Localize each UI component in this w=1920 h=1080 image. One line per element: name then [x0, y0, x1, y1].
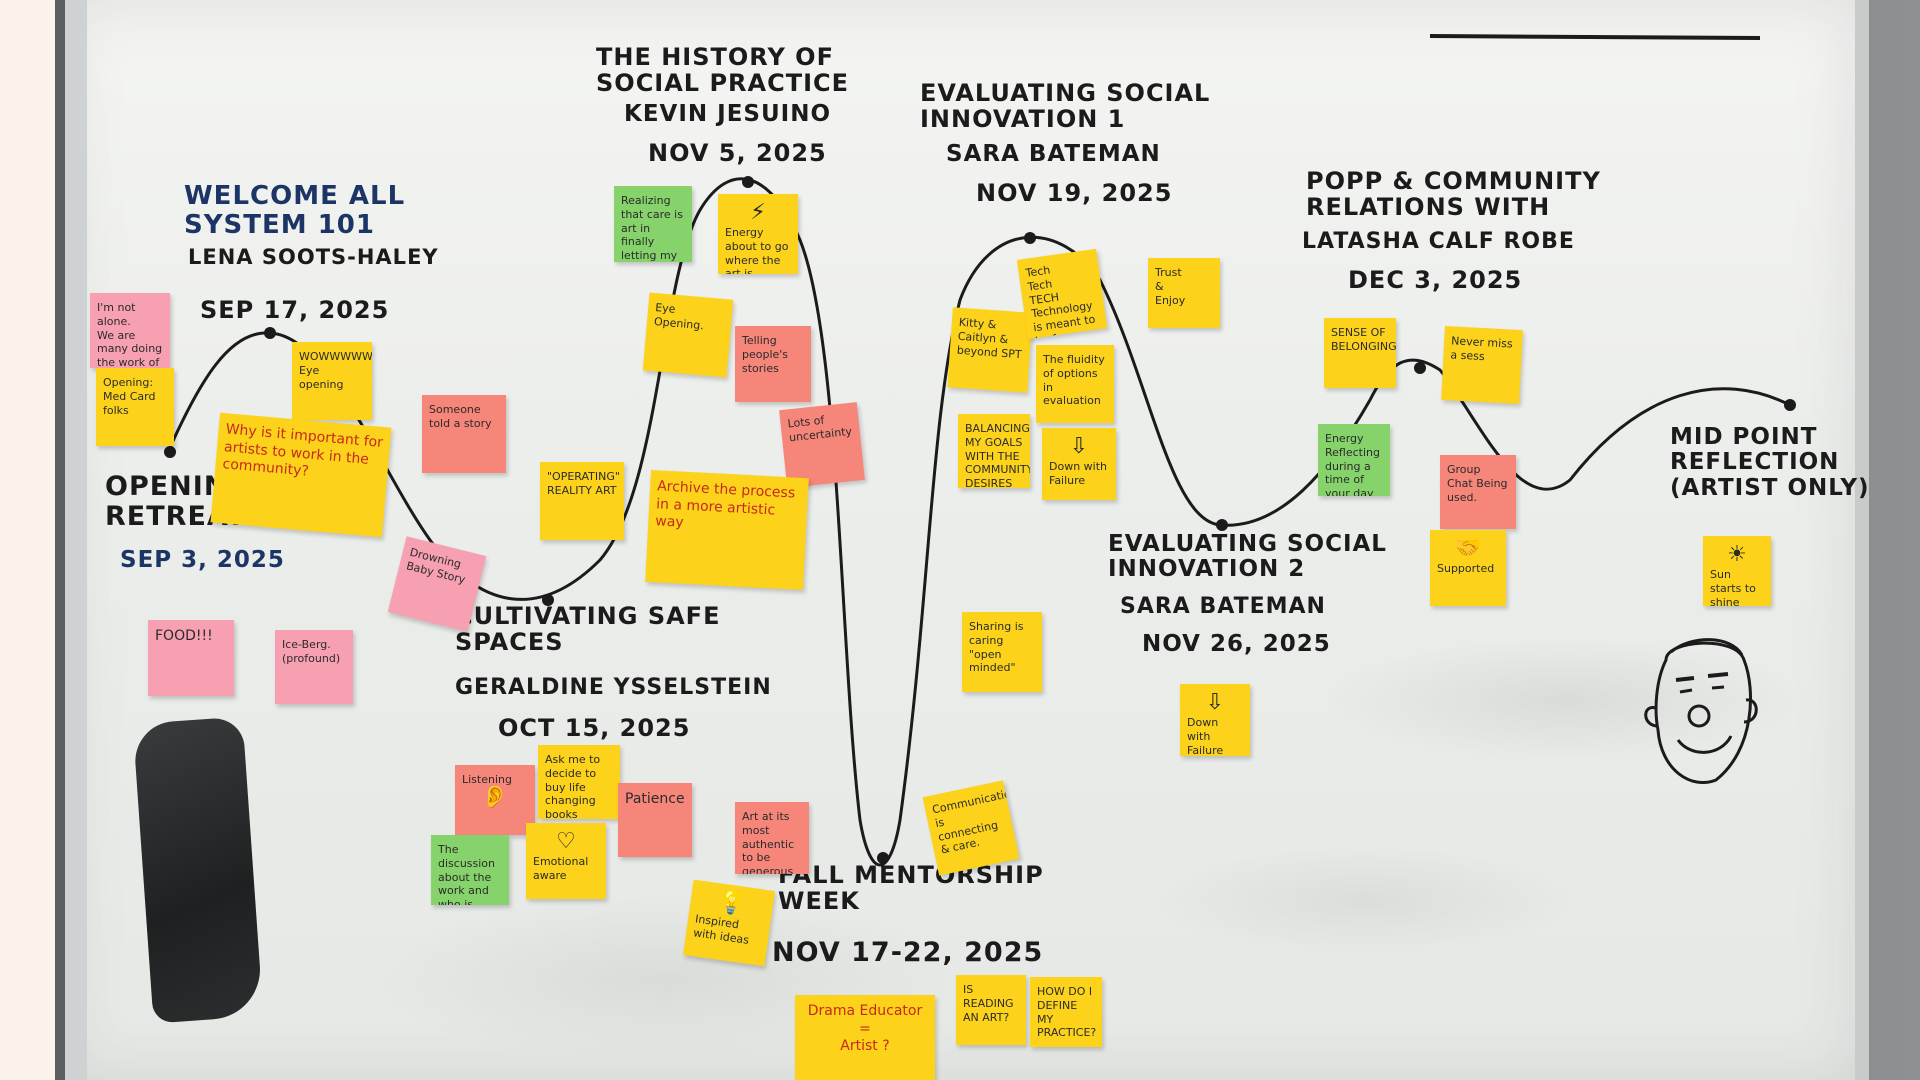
welcome-date: SEP 17, 2025 [200, 296, 390, 324]
doodle-face-icon [1644, 638, 1758, 785]
popp-date: DEC 3, 2025 [1348, 266, 1523, 294]
history-title: The History of Social Practice [596, 43, 850, 98]
timeline-dot [164, 446, 176, 458]
welcome-presenter: Lena Soots-Haley [188, 245, 439, 269]
whiteboard-photo [55, 0, 1920, 1080]
timeline-dot [742, 176, 754, 188]
timeline-dot [264, 327, 276, 339]
sticky-note: Opening: Med Card folks [96, 368, 174, 446]
eval2-presenter: Sara Bateman [1120, 594, 1326, 619]
sticky-note: 💡Inspired with ideas [683, 879, 775, 967]
lightning-icon: ⚡ [750, 200, 766, 225]
eval1-presenter: Sara Bateman [946, 141, 1161, 167]
timeline-dot [1216, 519, 1228, 531]
ear-icon: 👂 [481, 784, 509, 810]
sticky-note: SENSE OF BELONGING [1324, 318, 1396, 388]
sun-icon: ☀ [1727, 542, 1747, 567]
sticky-note: ☀Sun starts to shine [1703, 536, 1771, 606]
sticky-note: ⚡Energy about to go where the art is mea… [718, 194, 798, 274]
history-presenter: Kevin Jesuino [624, 101, 832, 127]
erased-marks [65, 0, 1855, 1080]
sticky-note: Patience [618, 783, 692, 857]
sticky-note: Energy Reflecting during a time of your … [1318, 424, 1390, 496]
sticky-note: Drama Educator = Artist ? [795, 995, 935, 1080]
sticky-note: Communication is connecting & care. [922, 780, 1020, 876]
eval2-title: Evaluating Social Innovation 2 [1108, 531, 1387, 583]
sticky-note: The discussion about the work and who is… [431, 835, 509, 905]
sticky-note: 🤝Supported [1430, 530, 1506, 606]
timeline-dot [1784, 399, 1796, 411]
down-arrow-icon: ⇩ [1069, 434, 1089, 459]
sticky-note: Someone told a story [422, 395, 506, 473]
handshake-icon: 🤝 [1454, 536, 1482, 561]
sticky-note: Tech Tech TECH Technology is meant to be… [1016, 248, 1108, 340]
opening-retreat-date: SEP 3, 2025 [120, 547, 285, 573]
sticky-note: ⇩Down with Failure [1042, 428, 1116, 500]
timeline-curve [166, 177, 1791, 867]
sticky-note: I'm not alone. We are many doing the wor… [90, 293, 170, 368]
cultivating-title: Cultivating Safe Spaces [455, 602, 721, 657]
sticky-note: Never miss a sess [1441, 326, 1523, 404]
sticky-note: "OPERATING" REALITY ART [540, 462, 624, 540]
sticky-note: FOOD!!! [148, 620, 234, 696]
sticky-note: Trust & Enjoy [1148, 258, 1220, 328]
sticky-note: Art at its most authentic to be generous [735, 802, 809, 874]
sticky-note: Group Chat Being used. [1440, 455, 1516, 529]
cultivating-date: OCT 15, 2025 [498, 714, 691, 742]
sticky-note: IS READING AN ART? [956, 975, 1026, 1045]
sticky-note: Archive the process in a more artistic w… [645, 469, 809, 591]
down-arrow-icon: ⇩ [1205, 690, 1225, 715]
eval1-date: NOV 19, 2025 [976, 179, 1173, 207]
sticky-note: HOW DO I DEFINE MY PRACTICE? [1030, 977, 1102, 1047]
popp-presenter: Latasha Calf Robe [1302, 229, 1575, 254]
sticky-note: The fluidity of options in evaluation [1036, 345, 1114, 423]
fall-mentorship-date: NOV 17-22, 2025 [772, 937, 1044, 968]
popp-title: POPP & Community Relations with [1306, 167, 1601, 222]
timeline-dot [1024, 232, 1036, 244]
whiteboard [65, 0, 1869, 1080]
fall-mentorship-title: Fall Mentorship Week [778, 861, 1044, 916]
welcome-title: Welcome All System 101 [184, 181, 406, 240]
sticky-note: BALANCING MY GOALS WITH THE COMMUNITY'S … [958, 414, 1030, 488]
sticky-note: Eye Opening. [642, 292, 734, 378]
sticky-note: Kitty & Caitlyn & beyond SPT [947, 307, 1033, 393]
sticky-note: Lots of uncertainty [779, 402, 865, 488]
sticky-note: Ice-Berg. (profound) [275, 630, 353, 704]
sticky-note: Ask me to decide to buy life changing bo… [538, 745, 620, 819]
midpoint-title: Mid Point Reflection (Artist Only) [1670, 424, 1870, 501]
sticky-note: WOWWWWW Eye opening [292, 342, 372, 420]
sticky-note: Listening👂 [455, 765, 535, 835]
heart-icon: ♡ [556, 829, 576, 854]
sticky-note: Why is it important for artists to work … [210, 412, 392, 538]
whiteboard-frame [65, 0, 87, 1080]
timeline-dot [542, 594, 554, 606]
timeline-dot [877, 852, 889, 864]
sticky-note: ⇩Down with Failure [1180, 684, 1250, 756]
cultivating-presenter: Geraldine Ysselstein [455, 675, 772, 700]
sticky-note: Sharing is caring "open minded" [962, 612, 1042, 692]
eval1-title: Evaluating Social Innovation 1 [920, 79, 1211, 134]
eval2-date: NOV 26, 2025 [1142, 631, 1331, 657]
history-date: NOV 5, 2025 [648, 139, 827, 167]
timeline-dot [1414, 362, 1426, 374]
marker-stroke [1429, 34, 1761, 40]
sticky-note: Telling people's stories [735, 326, 811, 402]
sticky-note: ♡Emotional aware [526, 823, 606, 899]
sticky-note: Realizing that care is art in finally le… [614, 186, 692, 262]
